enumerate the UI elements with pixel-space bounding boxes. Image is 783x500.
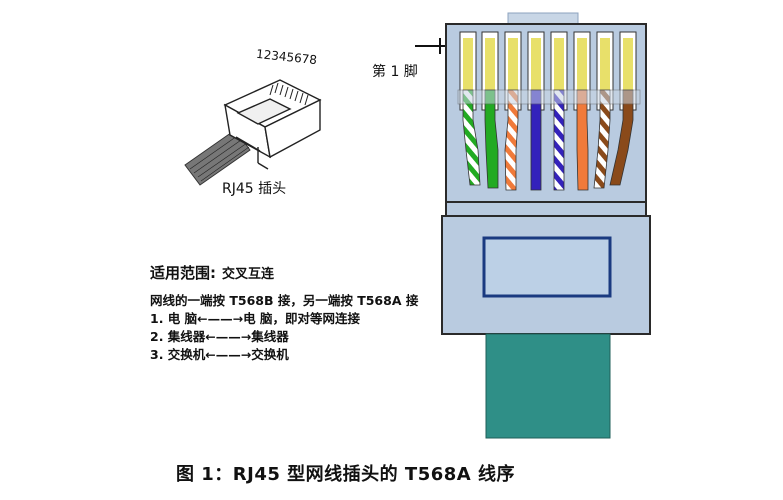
wire-blue — [530, 89, 542, 191]
usage-title-label: 适用范围: — [150, 264, 216, 282]
rj45-t568a-diagram — [415, 12, 651, 439]
plug-window — [482, 236, 612, 298]
wire-orange — [576, 89, 589, 191]
crimp-strip — [457, 89, 641, 105]
usage-title-value: 交叉互连 — [222, 267, 275, 282]
plug-label: RJ45 插头 — [222, 181, 287, 197]
rj45-plug-sketch — [184, 79, 322, 186]
plug-contacts-sketch — [269, 82, 309, 106]
pin-1-label: 第 1 脚 — [372, 64, 418, 80]
gold-contacts — [463, 38, 633, 90]
plug-body-sketch — [223, 79, 322, 170]
cable-jacket — [485, 333, 611, 439]
figure-caption: 图 1：RJ45 型网线插头的 T568A 线序 — [176, 464, 515, 485]
wire-white-blue — [553, 89, 565, 191]
usage-line: 1. 电 脑←——→电 脑，即对等网连接 — [150, 311, 360, 326]
cable-sketch — [184, 129, 251, 186]
wire-group — [457, 31, 641, 191]
usage-line: 3. 交换机←——→交换机 — [150, 347, 289, 362]
usage-line: 网线的一端按 T568B 接，另一端按 T568A 接 — [150, 293, 419, 308]
plug-step — [445, 201, 647, 217]
usage-title: 适用范围: 交叉互连 — [150, 262, 274, 283]
usage-line: 2. 集线器←——→集线器 — [150, 329, 289, 344]
